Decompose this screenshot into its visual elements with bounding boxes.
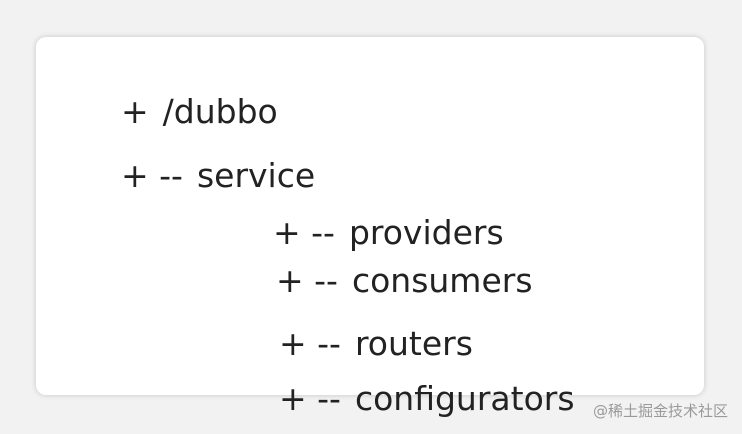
tree-label: providers	[348, 213, 504, 252]
tree-card	[36, 37, 704, 395]
tree-prefix: + --	[278, 324, 341, 363]
tree-node-service: + -- service	[100, 116, 315, 196]
tree-prefix: + --	[278, 379, 341, 418]
tree-label: service	[196, 156, 316, 195]
tree-label: configurators	[354, 379, 575, 418]
tree-label: consumers	[351, 261, 533, 300]
tree-prefix: + --	[272, 213, 335, 252]
tree-prefix: + --	[275, 261, 338, 300]
tree-node-providers: + -- providers	[252, 173, 504, 253]
tree-prefix: +	[120, 92, 149, 131]
tree-node-configurators: + -- configurators	[258, 339, 575, 419]
tree-label: /dubbo	[162, 92, 278, 131]
watermark: @稀土掘金技术社区	[592, 402, 728, 420]
tree-prefix: + --	[120, 156, 183, 195]
tree-node-root: + /dubbo	[100, 52, 278, 132]
tree-node-consumers: + -- consumers	[255, 221, 533, 301]
tree-node-routers: + -- routers	[258, 284, 473, 364]
tree-label: routers	[354, 324, 473, 363]
